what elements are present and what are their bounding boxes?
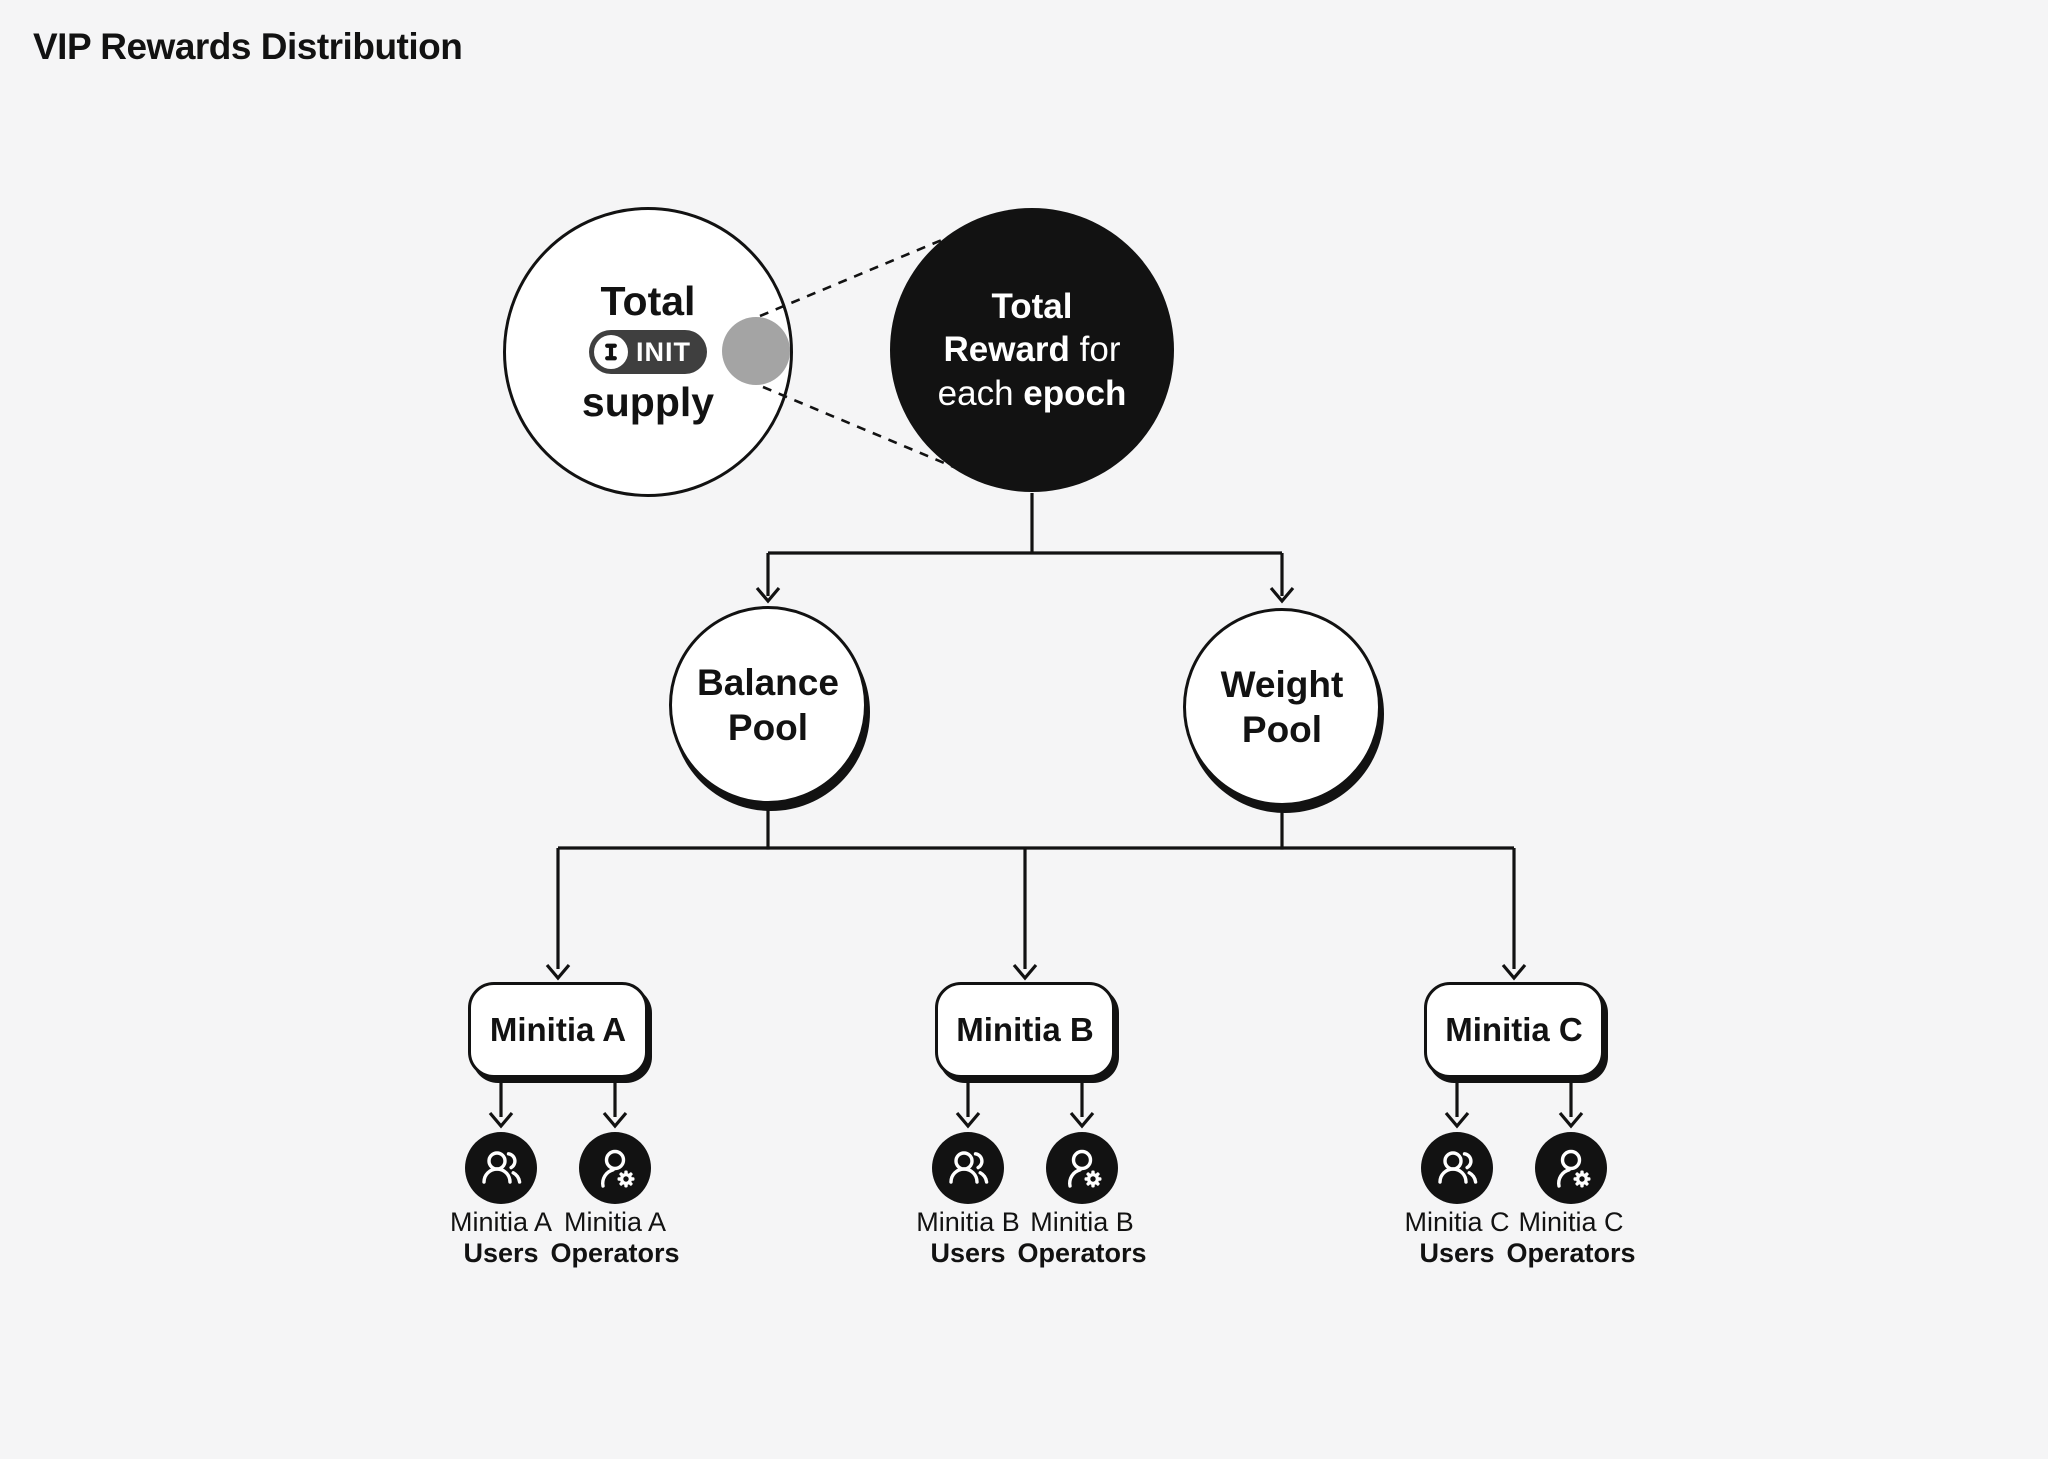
reward-line3-bold: epoch [1023, 373, 1127, 413]
minitia-c-box: Minitia C [1424, 982, 1604, 1078]
supply-label-top: Total [600, 277, 696, 324]
reward-line3-regular: each [937, 373, 1024, 413]
minitia-a-box: Minitia A [468, 982, 648, 1078]
weight-pool-label-line1: Weight [1220, 663, 1344, 705]
users-icon [465, 1132, 537, 1204]
caption-line1: Minitia B [1030, 1207, 1134, 1237]
caption-line2: Operators [550, 1237, 680, 1268]
reward-node-text: Total Reward for each epoch [938, 285, 1127, 415]
reward-line1: Total [991, 286, 1073, 326]
minitia-b-operators-caption: Minitia B Operators [972, 1207, 1192, 1268]
balance-pool-node: Balance Pool [669, 606, 867, 804]
minitia-a-operators-caption: Minitia A Operators [505, 1207, 725, 1268]
caption-line2: Operators [1506, 1237, 1636, 1268]
minitia-b-users-caption: Minitia B Users [858, 1207, 1078, 1268]
page-title: VIP Rewards Distribution [33, 26, 463, 67]
init-badge: INIT [589, 330, 707, 374]
zoom-source-dot [722, 317, 790, 385]
minitia-a-label: Minitia A [489, 1011, 627, 1048]
caption-line2: Users [463, 1237, 539, 1268]
operator-gear-icon [1535, 1132, 1607, 1204]
caption-line1: Minitia B [916, 1207, 1020, 1237]
total-reward-node: Total Reward for each epoch [890, 208, 1174, 492]
reward-line2-bold: Reward [943, 330, 1070, 370]
weight-pool-node: Weight Pool [1183, 608, 1381, 806]
caption-line2: Operators [1017, 1237, 1147, 1268]
minitia-c-label: Minitia C [1445, 1011, 1583, 1048]
minitia-c-users-caption: Minitia C Users [1347, 1207, 1567, 1268]
init-badge-label: INIT [636, 336, 691, 367]
caption-line1: Minitia A [563, 1207, 667, 1237]
balance-pool-label-line2: Pool [727, 707, 809, 748]
operator-gear-icon [579, 1132, 651, 1204]
minitia-b-box: Minitia B [935, 982, 1115, 1078]
minitia-b-label: Minitia B [956, 1011, 1094, 1048]
caption-line1: Minitia C [1404, 1207, 1510, 1237]
caption-line1: Minitia A [449, 1207, 553, 1237]
caption-line2: Users [930, 1237, 1006, 1268]
minitia-a-users-caption: Minitia A Users [391, 1207, 611, 1268]
users-icon [1421, 1132, 1493, 1204]
operator-gear-icon [1046, 1132, 1118, 1204]
caption-line2: Users [1419, 1237, 1495, 1268]
caption-line1: Minitia C [1518, 1207, 1624, 1237]
minitia-c-operators-caption: Minitia C Operators [1461, 1207, 1681, 1268]
balance-pool-label-line1: Balance [697, 661, 839, 703]
init-token-icon [594, 335, 628, 369]
weight-pool-label-line2: Pool [1241, 709, 1323, 750]
supply-label-bottom: supply [581, 379, 715, 425]
reward-line2-regular: for [1069, 330, 1121, 370]
users-icon [932, 1132, 1004, 1204]
